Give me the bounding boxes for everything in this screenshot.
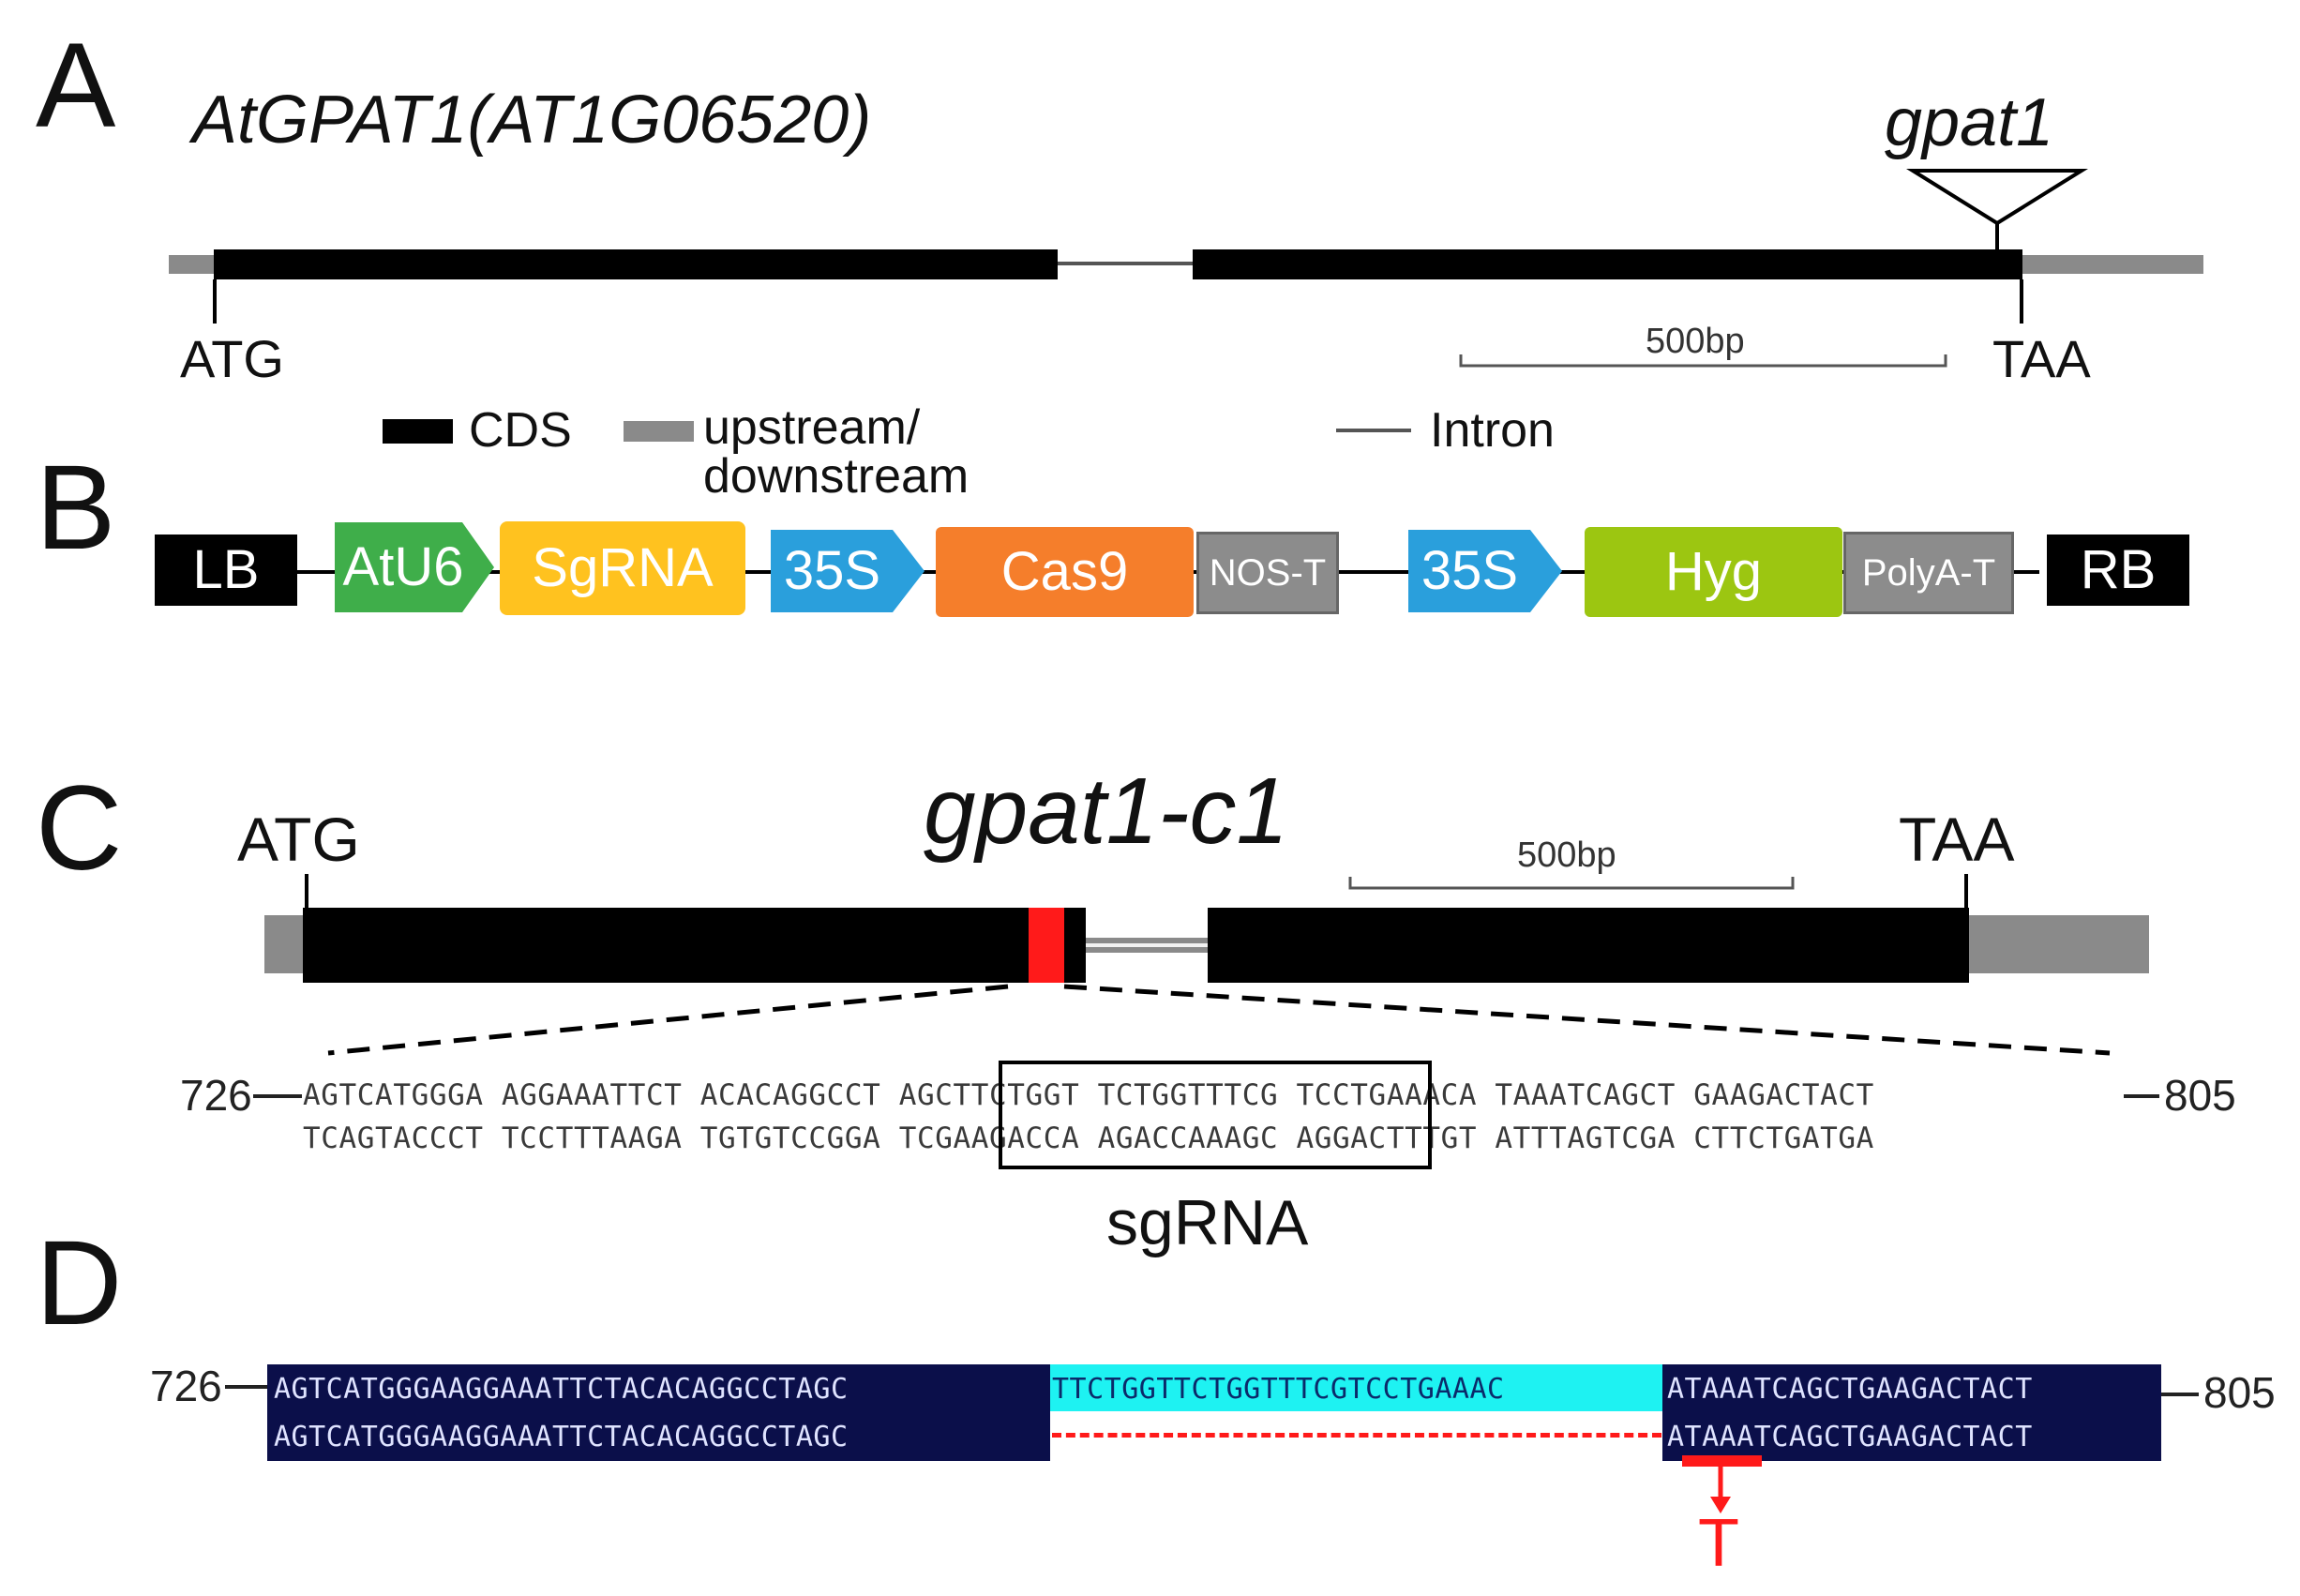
insertion-triangle bbox=[1906, 169, 2088, 226]
downstream-region-c bbox=[1966, 915, 2149, 973]
zoom-line-left bbox=[327, 984, 1009, 1056]
seq-end-position-c: 805 bbox=[2164, 1071, 2236, 1120]
atg-label-a: ATG bbox=[180, 329, 284, 388]
downstream-region bbox=[2021, 255, 2203, 274]
panel-letter-a: A bbox=[36, 19, 116, 153]
scale-bar-c bbox=[1348, 877, 1795, 890]
seq-end-position-d: 805 bbox=[2203, 1368, 2276, 1417]
insertion-label: gpat1 bbox=[1885, 85, 2054, 160]
panel-letter-d: D bbox=[36, 1216, 123, 1350]
construct-hyg: Hyg bbox=[1585, 527, 1842, 617]
wt-seq-deleted: TTCTGGTTCTGGTTTCGTCCTGAAAC bbox=[1052, 1373, 1505, 1406]
construct-sgrna: SgRNA bbox=[500, 521, 745, 615]
gene-structure-c bbox=[264, 874, 2149, 1056]
mutant-seq-right: ATAAATCAGCTGAAGACTACT bbox=[1667, 1421, 2033, 1453]
deleted-region bbox=[1050, 1364, 1662, 1411]
construct-cas9: Cas9 bbox=[936, 527, 1194, 617]
substitution-marker bbox=[1682, 1455, 1762, 1513]
taa-label-a: TAA bbox=[1992, 329, 2091, 388]
construct-35s-promoter-1 bbox=[771, 530, 925, 612]
construct-atu6-label: AtU6 bbox=[342, 536, 464, 597]
panel-letter-b: B bbox=[36, 441, 116, 575]
legend-intron-label: Intron bbox=[1430, 403, 1555, 458]
legend-cds-swatch bbox=[383, 419, 453, 444]
zoom-line-right bbox=[1063, 984, 2111, 1056]
panel-letter-c: C bbox=[36, 761, 123, 896]
seq-end-dash-d bbox=[2161, 1393, 2199, 1396]
deletion-dashes bbox=[1052, 1433, 1661, 1438]
taa-label-c: TAA bbox=[1899, 805, 2015, 874]
scale-bar-a bbox=[1459, 354, 1947, 368]
legend-cds-label: CDS bbox=[469, 403, 572, 458]
alignment-right-block bbox=[1662, 1364, 2161, 1461]
seq-end-dash-c bbox=[2124, 1094, 2159, 1098]
upstream-region-c bbox=[264, 915, 307, 973]
wt-seq-left: AGTCATGGGAAGGAAATTCTACACAGGCCTAGC bbox=[274, 1373, 849, 1406]
construct-lb: LB bbox=[155, 535, 297, 606]
legend-flank-swatch bbox=[624, 421, 694, 442]
cds-exon-1-c bbox=[303, 908, 1086, 983]
cds-exon-2-c bbox=[1208, 908, 1969, 983]
bottom-strand: TCAGTACCCT TCCTTTAAGA TGTGTCCGGA TCGAAGA… bbox=[303, 1122, 1874, 1155]
seq-start-dash-c bbox=[253, 1094, 302, 1098]
legend-intron-swatch bbox=[1336, 429, 1411, 432]
legend-flank-label: upstream/ downstream bbox=[703, 400, 970, 504]
mutant-seq-left: AGTCATGGGAAGGAAATTCTACACAGGCCTAGC bbox=[274, 1421, 849, 1453]
sgrna-box bbox=[999, 1061, 1432, 1169]
construct-35s-2-label: 35S bbox=[1421, 540, 1519, 601]
scale-label-a: 500bp bbox=[1646, 322, 1745, 361]
sgrna-label: sgRNA bbox=[1106, 1187, 1309, 1258]
construct-35s-promoter-2 bbox=[1408, 530, 1562, 612]
mutant-title: gpat1-c1 bbox=[924, 759, 1289, 864]
gene-title: AtGPAT1(AT1G06520) bbox=[192, 83, 872, 158]
scale-label-c: 500bp bbox=[1517, 836, 1616, 875]
construct-atu6 bbox=[335, 522, 494, 612]
atg-label-c: ATG bbox=[237, 805, 360, 874]
construct-35s-1-label: 35S bbox=[783, 540, 881, 601]
substitution-base: T bbox=[1698, 1506, 1739, 1581]
alignment-left-block bbox=[267, 1364, 1050, 1461]
gene-structure-a bbox=[169, 169, 2203, 368]
construct-polya-t: PolyA-T bbox=[1843, 532, 2014, 614]
wt-seq-right: ATAAATCAGCTGAAGACTACT bbox=[1667, 1373, 2033, 1406]
seq-start-position-d: 726 bbox=[150, 1362, 222, 1410]
construct-nos-t: NOS-T bbox=[1196, 532, 1339, 614]
seq-start-dash-d bbox=[225, 1385, 267, 1389]
construct-rb: RB bbox=[2047, 535, 2189, 606]
cds-exon-1 bbox=[214, 249, 1058, 279]
cds-exon-2 bbox=[1193, 249, 2022, 279]
upstream-region bbox=[169, 255, 216, 274]
seq-start-position-c: 726 bbox=[180, 1071, 252, 1120]
top-strand: AGTCATGGGA AGGAAATTCT ACACAGGCCT AGCTTCT… bbox=[303, 1078, 1874, 1112]
sgrna-target-site bbox=[1029, 908, 1064, 983]
